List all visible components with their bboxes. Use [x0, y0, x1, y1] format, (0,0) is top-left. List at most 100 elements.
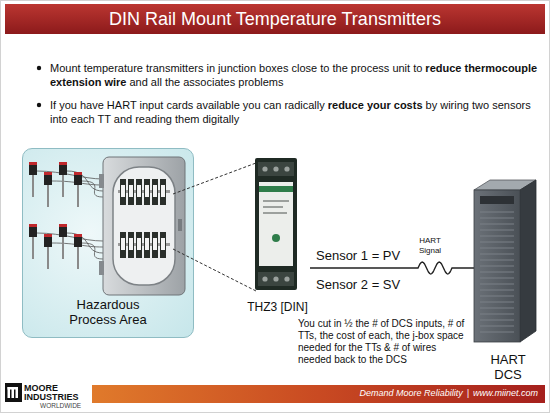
cabinet-vent	[480, 320, 514, 321]
sensor-cap	[59, 162, 67, 165]
din-transmitter	[120, 179, 126, 205]
drive-bay	[480, 196, 514, 204]
sensor-head	[44, 237, 52, 247]
signal-label: Sensor 1 = PV	[316, 248, 400, 263]
cabinet-vent	[480, 260, 514, 261]
cabinet-vent	[480, 248, 514, 249]
transmitter-face	[153, 238, 157, 250]
din-transmitter	[152, 179, 158, 205]
transmitter-face	[145, 238, 149, 250]
cabinet-vent	[480, 212, 514, 213]
sensor-cap	[44, 172, 52, 175]
cabinet-front	[474, 190, 520, 342]
sensor-cap	[74, 234, 82, 237]
din-transmitter	[160, 232, 166, 258]
transmitter-housing	[255, 158, 297, 290]
terminal-screw	[273, 166, 278, 171]
label-holder: Sensor 2 = SV	[316, 277, 400, 292]
bullet-text: Mount temperature transmitters in juncti…	[50, 62, 422, 74]
cabinet-vent	[480, 224, 514, 225]
node-label: THZ3 [DIN]	[247, 300, 308, 314]
sensor-probe	[77, 185, 79, 207]
transmitter-face	[137, 238, 141, 250]
footer-bar	[92, 385, 545, 403]
cabinet-vent	[480, 236, 514, 237]
cabinet-vent	[480, 284, 514, 285]
din-transmitter	[152, 232, 158, 258]
cabinet-vent	[480, 242, 514, 243]
cabinet-vent	[480, 272, 514, 273]
cabinet-vent	[480, 218, 514, 219]
transmitter-face	[161, 185, 165, 197]
logo-text: INDUSTRIES	[24, 392, 79, 402]
terminal-screw	[273, 276, 278, 281]
din-transmitter	[128, 179, 134, 205]
footer-text: |	[467, 388, 469, 398]
cabinet-vent	[480, 296, 514, 297]
bullet-text: reduce your costs	[328, 99, 423, 111]
sensor-head	[44, 175, 52, 185]
zoom-leader-line	[173, 163, 256, 194]
panel-marking	[263, 206, 283, 208]
transmitter-face	[153, 185, 157, 197]
sensor-cap	[59, 224, 67, 227]
sensor-probe	[62, 175, 64, 197]
sensor-probe	[32, 175, 34, 197]
footer-text: www.miinet.com	[473, 388, 538, 398]
terminal-screw	[284, 276, 289, 281]
label-holder: WORLDWIDE	[40, 402, 81, 410]
din-transmitter	[120, 179, 166, 258]
dcs-illustration	[474, 176, 542, 344]
box-hinge	[99, 174, 104, 188]
logo-text: MOORE	[24, 383, 58, 393]
cabinet-vent	[480, 278, 514, 279]
transmitter-face	[137, 185, 141, 197]
sensor-probe	[32, 237, 34, 259]
front-stripe	[259, 186, 293, 192]
terminal-screw	[284, 166, 289, 171]
panel-marking	[263, 200, 289, 202]
sensor-head	[74, 175, 82, 185]
transmitter-face	[121, 238, 125, 250]
terminal-block	[258, 162, 294, 176]
sensor-cap	[44, 234, 52, 237]
logo-icon	[5, 383, 22, 402]
thermocouple-sensor	[29, 162, 103, 269]
label-holder: MOORE	[24, 383, 58, 393]
transmitter-illustration	[245, 158, 307, 290]
cabinet-vent	[480, 332, 514, 333]
panel-marking	[263, 212, 287, 214]
footer-text: Demand Moore Reliability	[360, 388, 463, 398]
bullet-dot	[37, 66, 41, 70]
sensor-probe	[47, 185, 49, 207]
label-holder: Sensor 1 = PV	[316, 248, 400, 263]
sensor-probe	[62, 237, 64, 259]
din-transmitter	[136, 179, 142, 205]
sensor-cap	[29, 224, 37, 227]
front-panel	[259, 182, 293, 266]
sensor-wire	[82, 243, 103, 259]
transmitter-face	[145, 185, 149, 197]
node-label: Hazardous Process Area	[61, 297, 156, 327]
title-holder: DIN Rail Mount Temperature Transmitters	[5, 4, 545, 34]
terminal-block	[258, 272, 294, 286]
title-banner	[5, 4, 545, 34]
cabinet-vent	[480, 326, 514, 327]
node-label: HART DCS	[486, 352, 531, 382]
cabinet-vent	[480, 254, 514, 255]
logo-text: WORLDWIDE	[40, 402, 81, 409]
din-transmitter	[144, 232, 150, 258]
sensor-probe	[47, 247, 49, 269]
note-text: You cut in ½ the # of DCS inputs, # of T…	[298, 318, 464, 365]
hazardous-area: Hazardous Process Area	[22, 148, 194, 338]
din-transmitter	[128, 232, 134, 258]
dcs-cabinet: HART DCS	[474, 176, 542, 382]
hart-signal-wire	[310, 262, 474, 274]
cabinet-vent	[480, 212, 514, 332]
bullet-text: and all the associates problems	[129, 76, 283, 88]
box-window	[113, 167, 175, 285]
label-holder: Demand Moore Reliability | www.miinet.com	[200, 388, 538, 399]
din-transmitter	[160, 179, 166, 205]
